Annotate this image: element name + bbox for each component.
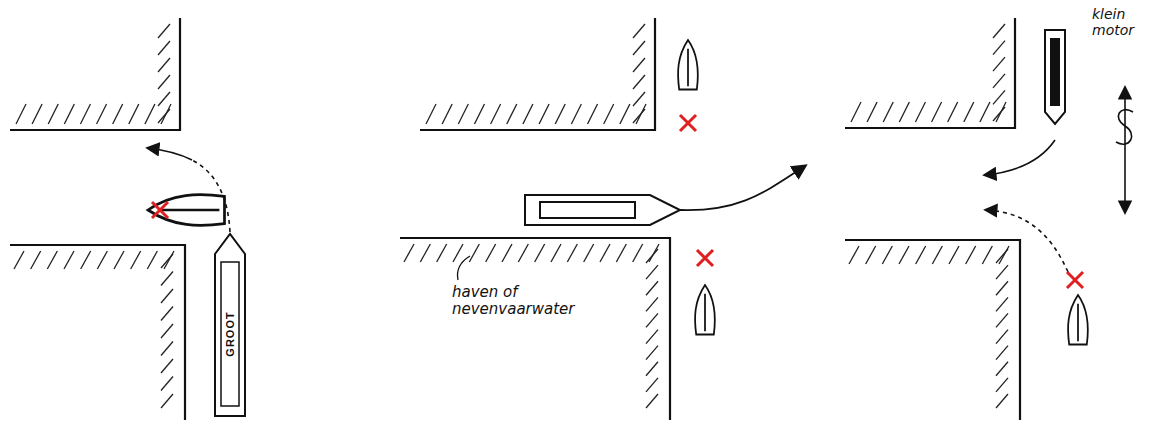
dotted-course bbox=[192, 160, 230, 232]
danger-cross bbox=[152, 115, 1083, 288]
motor-boat-deck bbox=[1050, 38, 1060, 106]
sailboats bbox=[148, 40, 1088, 345]
vessel-name: GROOT bbox=[224, 310, 236, 357]
motor-boat bbox=[1045, 30, 1065, 124]
dotted-course bbox=[986, 210, 1068, 272]
course-arrow bbox=[985, 140, 1055, 175]
leader-line bbox=[458, 256, 471, 280]
note-label: klein motor bbox=[1092, 6, 1152, 38]
note-label: haven of nevenvaarwater bbox=[452, 284, 582, 319]
vessel-box: GROOT bbox=[213, 232, 247, 418]
course-arrow bbox=[148, 148, 192, 160]
quay-walls bbox=[10, 18, 1020, 420]
large-vessel bbox=[525, 195, 680, 225]
current-symbol bbox=[1116, 88, 1133, 212]
course-arrow bbox=[680, 166, 805, 210]
quay-hatching bbox=[14, 24, 1009, 408]
